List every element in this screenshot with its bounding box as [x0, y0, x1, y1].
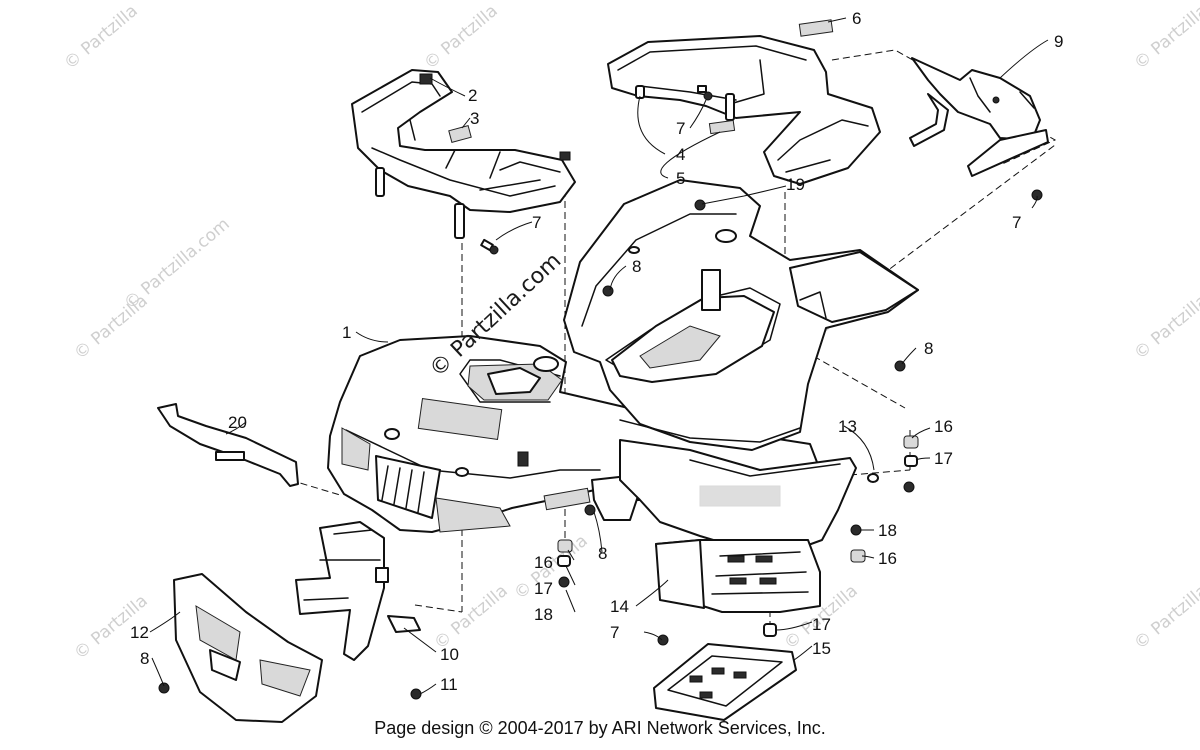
watermark-text: © Partzilla [1130, 1, 1200, 74]
bolt-icon [480, 238, 499, 255]
front-fender-body [327, 335, 821, 533]
copyright-footer: Page design © 2004-2017 by ARI Network S… [374, 718, 826, 738]
skid-plate [653, 643, 797, 721]
nut-icon [903, 435, 919, 449]
footwell [655, 539, 821, 613]
watermark-text: © Partzilla [1130, 291, 1200, 364]
callout-12: 12 [130, 623, 149, 642]
decal-front-rack [448, 125, 472, 143]
callout-13: 13 [838, 417, 857, 436]
callout-16-right-bottom: 16 [878, 549, 897, 568]
rear-rack [607, 35, 881, 185]
nut-icon [904, 455, 918, 467]
callout-7-rear-bracket: 7 [1012, 213, 1021, 232]
rear-rack-bracket [909, 57, 1049, 177]
watermark-text: © Partzilla [430, 581, 511, 654]
leader-lines [149, 17, 1049, 695]
bolt-icon [158, 682, 170, 694]
fasteners [158, 85, 1043, 700]
front-bumper-bracket [157, 403, 299, 487]
nut-icon [763, 623, 777, 637]
bolt-icon [850, 524, 862, 536]
bolt-icon [694, 199, 706, 211]
callout-8-rear-fender: 8 [632, 257, 641, 276]
side-panel [619, 439, 857, 549]
callout-8-right: 8 [924, 339, 933, 358]
callout-7-skid-plate: 7 [610, 623, 619, 642]
callout-8-grille: 8 [140, 649, 149, 668]
bolt-icon [558, 576, 570, 588]
callout-17-right: 17 [934, 449, 953, 468]
callout-7-front-rack: 7 [532, 213, 541, 232]
callout-8-front-fender: 8 [598, 544, 607, 563]
front-bumper-frame [295, 521, 421, 661]
callout-7-rear-rack: 7 [676, 119, 685, 138]
front-rack [351, 69, 576, 239]
callout-6: 6 [852, 9, 861, 28]
callout-labels: 1 2 3 4 5 6 7 7 7 7 8 8 8 8 9 10 11 12 1… [130, 9, 1063, 694]
nut-icon [557, 539, 573, 553]
callout-19: 19 [786, 175, 805, 194]
callout-5: 5 [676, 169, 685, 188]
callout-11: 11 [440, 675, 458, 694]
decal-rear-rack-6 [798, 19, 834, 37]
callout-16-right-top: 16 [934, 417, 953, 436]
callout-10: 10 [440, 645, 459, 664]
front-grille-guard [173, 573, 323, 723]
rear-fender-body [563, 179, 919, 451]
callout-18-right: 18 [878, 521, 897, 540]
watermark-text: © Partzilla [1130, 581, 1200, 654]
bolt-icon [903, 481, 915, 493]
decal-rear-rack-5 [708, 119, 736, 135]
callout-4: 4 [676, 145, 685, 164]
washer-icon [867, 473, 879, 483]
callout-2: 2 [468, 86, 477, 105]
bolt-icon [697, 85, 713, 101]
callout-1: 1 [342, 323, 351, 342]
callout-18-center: 18 [534, 605, 553, 624]
callout-20: 20 [228, 413, 247, 432]
watermark-text: © Partzilla [420, 1, 501, 74]
watermark-text: © Partzilla.com [120, 214, 233, 314]
bolt-icon [657, 634, 669, 646]
nut-icon [557, 555, 571, 567]
callout-16-center: 16 [534, 553, 553, 572]
callout-9: 9 [1054, 32, 1063, 51]
callout-17-center: 17 [534, 579, 553, 598]
watermark-text: © Partzilla [60, 1, 141, 74]
callout-14: 14 [610, 597, 629, 616]
callout-15: 15 [812, 639, 831, 658]
bolt-icon [584, 504, 596, 516]
callout-3: 3 [470, 109, 479, 128]
callout-17-skid: 17 [812, 615, 831, 634]
bolt-icon [410, 688, 422, 700]
bolt-icon [602, 285, 614, 297]
